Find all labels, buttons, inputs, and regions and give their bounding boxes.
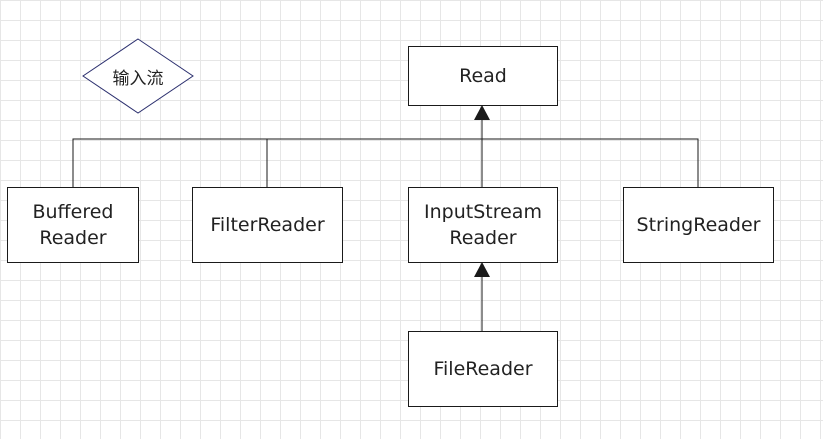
node-read-label: Read — [459, 65, 507, 87]
node-string-reader[interactable]: StringReader — [623, 187, 774, 263]
node-read[interactable]: Read — [408, 46, 558, 106]
edge-inheritance-bus — [72, 138, 699, 187]
node-buffered-reader-label: Buffered Reader — [32, 201, 114, 249]
input-stream-diamond: 输入流 — [82, 38, 194, 114]
node-filter-reader-label: FilterReader — [210, 214, 325, 236]
arrowhead-inputstreamreader — [474, 262, 490, 277]
node-input-stream-reader[interactable]: InputStream Reader — [408, 187, 558, 263]
diamond-label: 输入流 — [112, 68, 164, 89]
node-buffered-reader[interactable]: Buffered Reader — [7, 187, 139, 263]
node-string-reader-label: StringReader — [636, 214, 761, 236]
node-input-stream-reader-label: InputStream Reader — [424, 201, 542, 249]
diamond-shape — [82, 38, 194, 114]
node-file-reader-label: FileReader — [433, 358, 533, 380]
node-filter-reader[interactable]: FilterReader — [192, 187, 343, 263]
arrowhead-read — [474, 105, 490, 120]
node-file-reader[interactable]: FileReader — [408, 331, 558, 407]
